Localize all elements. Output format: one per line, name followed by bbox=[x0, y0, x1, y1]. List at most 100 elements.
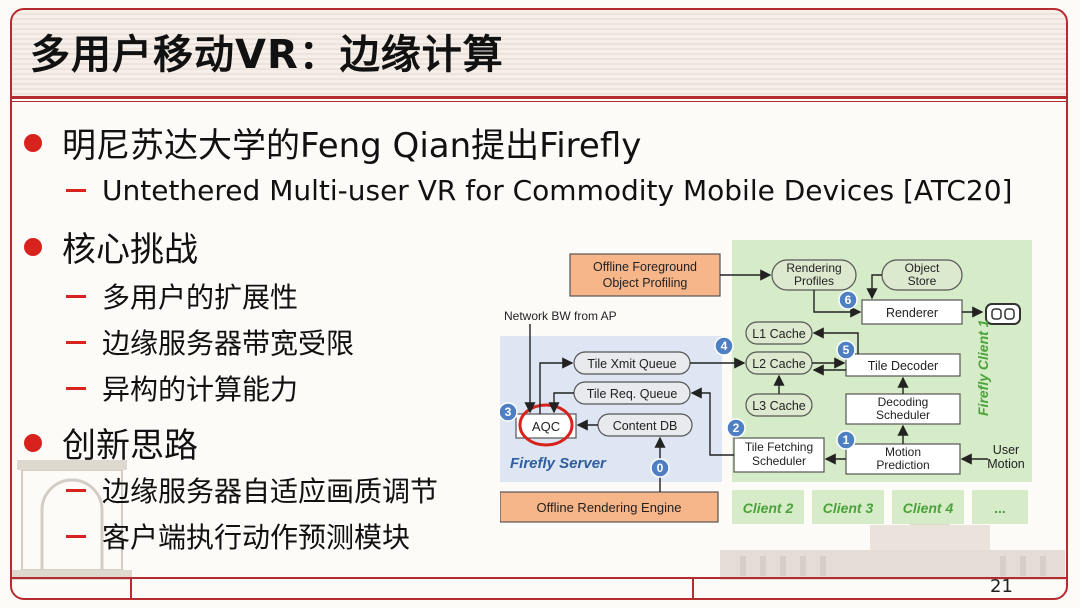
step-4-badge bbox=[714, 336, 734, 356]
dash-icon bbox=[66, 189, 86, 192]
sub-bullet-item: 客户端执行动作预测模块 bbox=[66, 516, 410, 556]
dash-icon bbox=[66, 294, 86, 298]
tile-decoder-label: Tile Decoder bbox=[868, 359, 938, 373]
step-0-badge bbox=[650, 458, 670, 478]
tile-fetching-scheduler-label: Tile Fetching bbox=[745, 440, 813, 454]
motion-prediction-label: Motion bbox=[885, 445, 921, 459]
rendering-profiles-label-2: Profiles bbox=[794, 274, 834, 288]
offline-foreground-label: Offline Foreground bbox=[593, 260, 697, 274]
step-3-badge bbox=[500, 402, 518, 422]
network-bw-label: Network BW from AP bbox=[504, 309, 617, 323]
l3-cache-label: L3 Cache bbox=[752, 399, 806, 413]
bullet-dot-icon bbox=[24, 433, 42, 452]
dash-icon bbox=[66, 534, 86, 538]
bullet-text: 明尼苏达大学的Feng Qian提出Firefly bbox=[62, 126, 642, 166]
vr-headset-icon bbox=[985, 303, 1021, 325]
client-3-label: Client 3 bbox=[823, 500, 874, 516]
firefly-architecture-diagram: Offline Foreground Object Profiling Rend… bbox=[500, 240, 1032, 524]
sub-bullet-text: 异构的计算能力 bbox=[102, 373, 299, 406]
renderer-box bbox=[861, 299, 963, 325]
tile-fetching-scheduler-box bbox=[733, 437, 825, 473]
l2-cache-label: L2 Cache bbox=[752, 357, 806, 371]
offline-rendering-engine-label: Offline Rendering Engine bbox=[536, 500, 681, 515]
footer-tick bbox=[692, 577, 694, 600]
arrow-profiles-to-renderer bbox=[813, 290, 862, 318]
step-5-label: 5 bbox=[843, 343, 850, 357]
footer-tick bbox=[130, 577, 132, 600]
sub-bullet-text: 多用户的扩展性 bbox=[102, 281, 299, 314]
building-watermark-left bbox=[12, 460, 132, 580]
tile-xmit-queue-label: Tile Xmit Queue bbox=[587, 357, 676, 371]
step-6-badge bbox=[838, 290, 858, 310]
user-motion-label-2: Motion bbox=[987, 457, 1025, 471]
decoding-scheduler-box bbox=[845, 393, 961, 425]
offline-rendering-engine-box bbox=[500, 491, 719, 523]
bullet-item: 创新思路 bbox=[24, 418, 198, 467]
footer-divider bbox=[12, 577, 1066, 579]
client-more-box bbox=[972, 490, 1028, 524]
sub-bullet-text: 客户端执行动作预测模块 bbox=[102, 521, 411, 554]
client-more-label: ... bbox=[994, 500, 1006, 516]
client-2-label: Client 2 bbox=[743, 500, 794, 516]
aqc-label: AQC bbox=[532, 419, 560, 434]
sub-bullet-text: Untethered Multi-user VR for Commodity M… bbox=[102, 174, 1013, 207]
tile-decoder-box bbox=[845, 353, 961, 377]
arrow-l2-to-l1 bbox=[812, 327, 859, 354]
sub-bullet-item: 边缘服务器带宽受限 bbox=[66, 322, 354, 362]
arrow-store-to-renderer bbox=[866, 274, 882, 300]
slide-title: 多用户移动VR：边缘计算 bbox=[30, 32, 504, 78]
bullet-dot-icon bbox=[24, 133, 42, 152]
firefly-server-label: Firefly Server bbox=[510, 455, 607, 472]
sub-bullet-text: 边缘服务器带宽受限 bbox=[102, 327, 355, 360]
step-6-label: 6 bbox=[845, 293, 852, 307]
step-5-badge bbox=[836, 340, 856, 360]
step-3-label: 3 bbox=[505, 405, 512, 419]
client-4-label: Client 4 bbox=[903, 500, 954, 516]
motion-prediction-label-2: Prediction bbox=[876, 458, 929, 472]
title-divider-thin bbox=[12, 101, 1066, 102]
step-0-label: 0 bbox=[657, 461, 664, 475]
arrow-fetch-to-req bbox=[690, 387, 734, 456]
sub-bullet-item: 多用户的扩展性 bbox=[66, 276, 298, 316]
client-3-box bbox=[812, 490, 884, 524]
slide-frame bbox=[10, 8, 1068, 600]
object-store-label-2: Store bbox=[908, 274, 937, 288]
l1-cache-node bbox=[745, 321, 813, 345]
sub-bullet-item: 异构的计算能力 bbox=[66, 368, 298, 408]
bullet-dot-icon bbox=[24, 237, 42, 256]
decoding-scheduler-label-2: Scheduler bbox=[876, 408, 930, 422]
user-motion-label: User bbox=[993, 443, 1019, 457]
bullet-item: 核心挑战 bbox=[24, 222, 198, 271]
arrow-aqc-to-xmit bbox=[539, 357, 574, 414]
firefly-client-label: Firefly Client 1 bbox=[975, 319, 991, 416]
dash-icon bbox=[66, 340, 86, 344]
bullet-text: 核心挑战 bbox=[62, 230, 198, 270]
tile-fetching-scheduler-label-2: Scheduler bbox=[752, 454, 806, 468]
client-4-box bbox=[892, 490, 964, 524]
step-2-label: 2 bbox=[733, 421, 740, 435]
sub-bullet-item: Untethered Multi-user VR for Commodity M… bbox=[66, 174, 1012, 207]
renderer-label: Renderer bbox=[886, 306, 938, 320]
l1-cache-label: L1 Cache bbox=[752, 327, 806, 341]
sub-bullet-text: 边缘服务器自适应画质调节 bbox=[102, 475, 439, 508]
aqc-highlight-circle bbox=[518, 403, 574, 447]
arrow-req-to-aqc bbox=[548, 392, 574, 414]
rendering-profiles-label: Rendering bbox=[786, 261, 841, 275]
bullet-text: 创新思路 bbox=[62, 426, 198, 466]
content-db-label: Content DB bbox=[613, 419, 678, 433]
bullet-item: 明尼苏达大学的Feng Qian提出Firefly bbox=[24, 118, 641, 167]
step-2-badge bbox=[726, 418, 746, 438]
offline-foreground-box bbox=[569, 253, 721, 297]
dash-icon bbox=[66, 488, 86, 492]
title-divider bbox=[12, 96, 1066, 99]
aqc-box bbox=[515, 413, 577, 439]
client-2-box bbox=[732, 490, 804, 524]
offline-foreground-label-2: Object Profiling bbox=[603, 276, 688, 290]
step-1-badge bbox=[836, 430, 856, 450]
sub-bullet-item: 边缘服务器自适应画质调节 bbox=[66, 470, 438, 510]
title-band bbox=[12, 10, 1066, 96]
step-1-label: 1 bbox=[843, 433, 850, 447]
step-4-label: 4 bbox=[721, 339, 728, 353]
tile-req-queue-label: Tile Req. Queue bbox=[587, 387, 678, 401]
